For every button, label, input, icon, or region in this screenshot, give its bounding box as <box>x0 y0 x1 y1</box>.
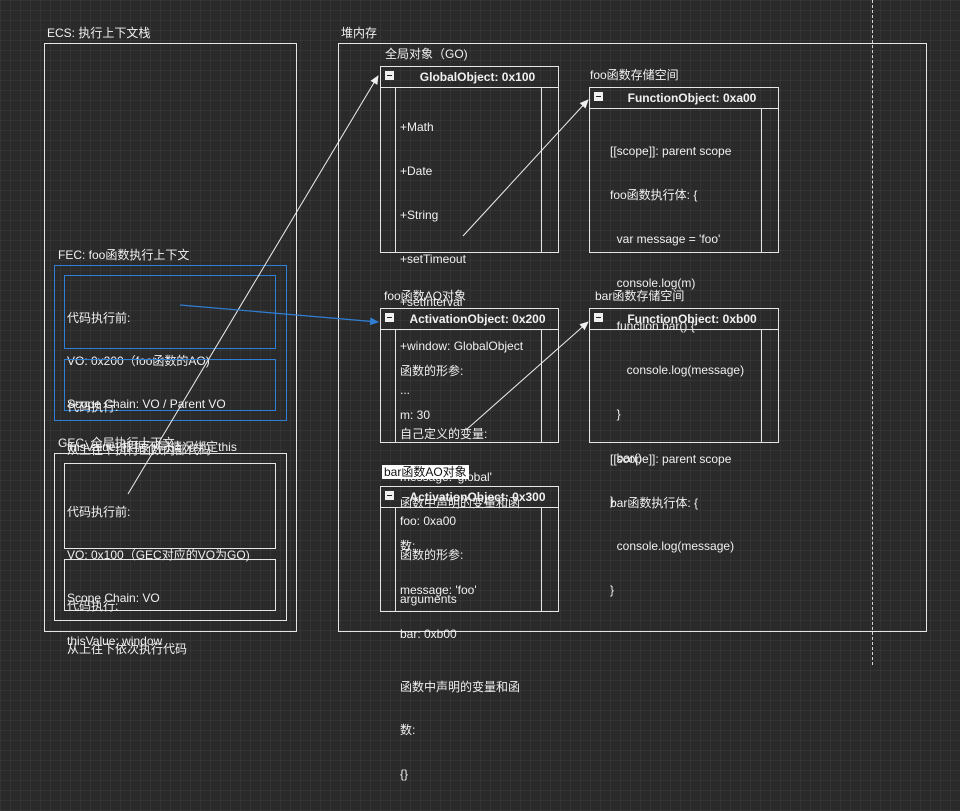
bar-function-object-box[interactable]: FunctionObject: 0xb00 [[scope]]: parent … <box>589 308 779 597</box>
foo-function-object-box[interactable]: FunctionObject: 0xa00 [[scope]]: parent … <box>589 87 779 508</box>
bar-func-line <box>610 408 734 423</box>
collapse-icon[interactable] <box>385 71 394 80</box>
foo-ao-title: ActivationObject: 0x200 <box>409 312 546 326</box>
object-right-gutter <box>541 87 558 252</box>
go-caption: 全局对象（GO) <box>385 47 468 61</box>
bar-function-title: FunctionObject: 0xb00 <box>627 312 757 326</box>
heap-label: 堆内存 <box>341 26 378 40</box>
ecs-label: ECS: 执行上下文栈 <box>47 26 151 40</box>
foo-ao-body: 函数的形参: m: 30 函数中声明的变量和函 数: message: 'foo… <box>400 335 520 671</box>
foo-func-line: var message = 'foo' <box>610 231 721 246</box>
object-right-gutter <box>761 108 778 252</box>
global-object-header[interactable]: GlobalObject: 0x100 <box>381 67 558 88</box>
go-line: +Date <box>400 163 433 178</box>
foo-function-title: FunctionObject: 0xa00 <box>627 91 757 105</box>
go-line: +setTimeout <box>400 251 466 266</box>
go-line: ... <box>400 382 411 397</box>
gec-before-text: 代码执行前: VO: 0x100（GEC对应的VO为GO) Scope Chai… <box>67 476 250 663</box>
bar-ao-line: {} <box>400 767 409 782</box>
fec-before-line: 代码执行前: <box>67 310 131 325</box>
bar-ao-line: 函数的形参: <box>400 548 464 563</box>
object-right-gutter <box>541 507 558 611</box>
foo-func-line: } <box>610 406 621 421</box>
bar-ao-caption: bar函数AO对象 <box>382 465 469 479</box>
fec-exec-line: 代码执行: <box>67 399 119 414</box>
bar-ao-caption-text: bar函数AO对象 <box>382 465 469 479</box>
foo-ao-header[interactable]: ActivationObject: 0x200 <box>381 309 558 330</box>
bar-func-caption: bar函数存储空间 <box>595 289 685 303</box>
foo-function-body: [[scope]]: parent scope foo函数执行体: { var … <box>610 115 744 538</box>
bar-func-line: [[scope]]: parent scope <box>610 451 732 466</box>
gec-exec-box[interactable] <box>64 559 276 611</box>
go-line: +setInterval <box>400 295 463 310</box>
object-left-gutter <box>381 329 396 442</box>
collapse-icon[interactable] <box>594 92 603 101</box>
foo-ao-line: message: 'foo' <box>400 583 477 598</box>
bar-ao-header[interactable]: ActivationObject: 0x300 <box>381 487 558 508</box>
foo-ao-caption: foo函数AO对象 <box>384 289 467 303</box>
foo-ao-box[interactable]: ActivationObject: 0x200 函数的形参: m: 30 函数中… <box>380 308 559 641</box>
page-divider-line <box>872 0 873 665</box>
collapse-icon[interactable] <box>385 491 394 500</box>
object-right-gutter <box>541 329 558 442</box>
foo-ao-line: 数: <box>400 539 416 554</box>
foo-ao-line: 函数中声明的变量和函 <box>400 495 521 510</box>
gec-before-line: thisValue: window <box>67 634 163 649</box>
foo-ao-line: bar: 0xb00 <box>400 626 457 641</box>
bar-function-body: [[scope]]: parent scope bar函数执行体: { cons… <box>610 335 734 627</box>
object-left-gutter <box>381 507 396 611</box>
bar-function-header[interactable]: FunctionObject: 0xb00 <box>590 309 778 330</box>
bar-func-line: } <box>610 583 615 598</box>
bar-func-line: console.log(message) <box>610 539 735 554</box>
foo-func-line: foo函数执行体: { <box>610 187 698 202</box>
bar-ao-line <box>400 636 520 651</box>
go-line: foo: 0xa00 <box>400 514 457 529</box>
bar-ao-line: 函数中声明的变量和函 <box>400 679 521 694</box>
object-left-gutter <box>381 87 396 252</box>
go-line: +Math <box>400 120 434 135</box>
foo-func-caption: foo函数存储空间 <box>590 68 679 82</box>
foo-func-line: bar() <box>610 450 643 465</box>
bar-ao-box[interactable]: ActivationObject: 0x300 函数的形参: arguments… <box>380 486 559 781</box>
foo-func-line: console.log(m) <box>610 275 696 290</box>
foo-ao-line: m: 30 <box>400 407 431 422</box>
gec-before-line: 代码执行前: <box>67 504 131 519</box>
foo-func-line: [[scope]]: parent scope <box>610 144 732 159</box>
foo-ao-line: 函数的形参: <box>400 364 464 379</box>
gec-exec-line: 代码执行: <box>67 598 119 613</box>
foo-func-line: } <box>610 494 615 509</box>
bar-ao-title: ActivationObject: 0x300 <box>409 490 546 504</box>
bar-func-line: bar函数执行体: { <box>610 495 699 510</box>
bar-ao-line: arguments <box>400 591 457 606</box>
go-line: 自己定义的变量: <box>400 426 488 441</box>
collapse-icon[interactable] <box>594 313 603 322</box>
bar-ao-line: 数: <box>400 723 416 738</box>
global-object-box[interactable]: GlobalObject: 0x100 +Math +Date +String … <box>380 66 559 528</box>
gec-before-line: Scope Chain: VO <box>67 591 160 606</box>
gec-before-line: VO: 0x100（GEC对应的VO为GO) <box>67 548 250 563</box>
gec-label: GEC: 全局执行上下文 <box>58 436 175 450</box>
object-right-gutter <box>761 329 778 442</box>
fec-label: FEC: foo函数执行上下文 <box>58 248 190 262</box>
foo-function-header[interactable]: FunctionObject: 0xa00 <box>590 88 778 109</box>
go-line: +String <box>400 207 439 222</box>
gec-exec-text: 代码执行: 从上往下依次执行代码 <box>67 570 187 671</box>
bar-func-line <box>610 364 734 379</box>
gec-exec-line: 从上往下依次执行代码 <box>67 642 188 657</box>
foo-func-line: console.log(message) <box>610 363 745 378</box>
global-object-title: GlobalObject: 0x100 <box>419 70 536 84</box>
collapse-icon[interactable] <box>385 313 394 322</box>
